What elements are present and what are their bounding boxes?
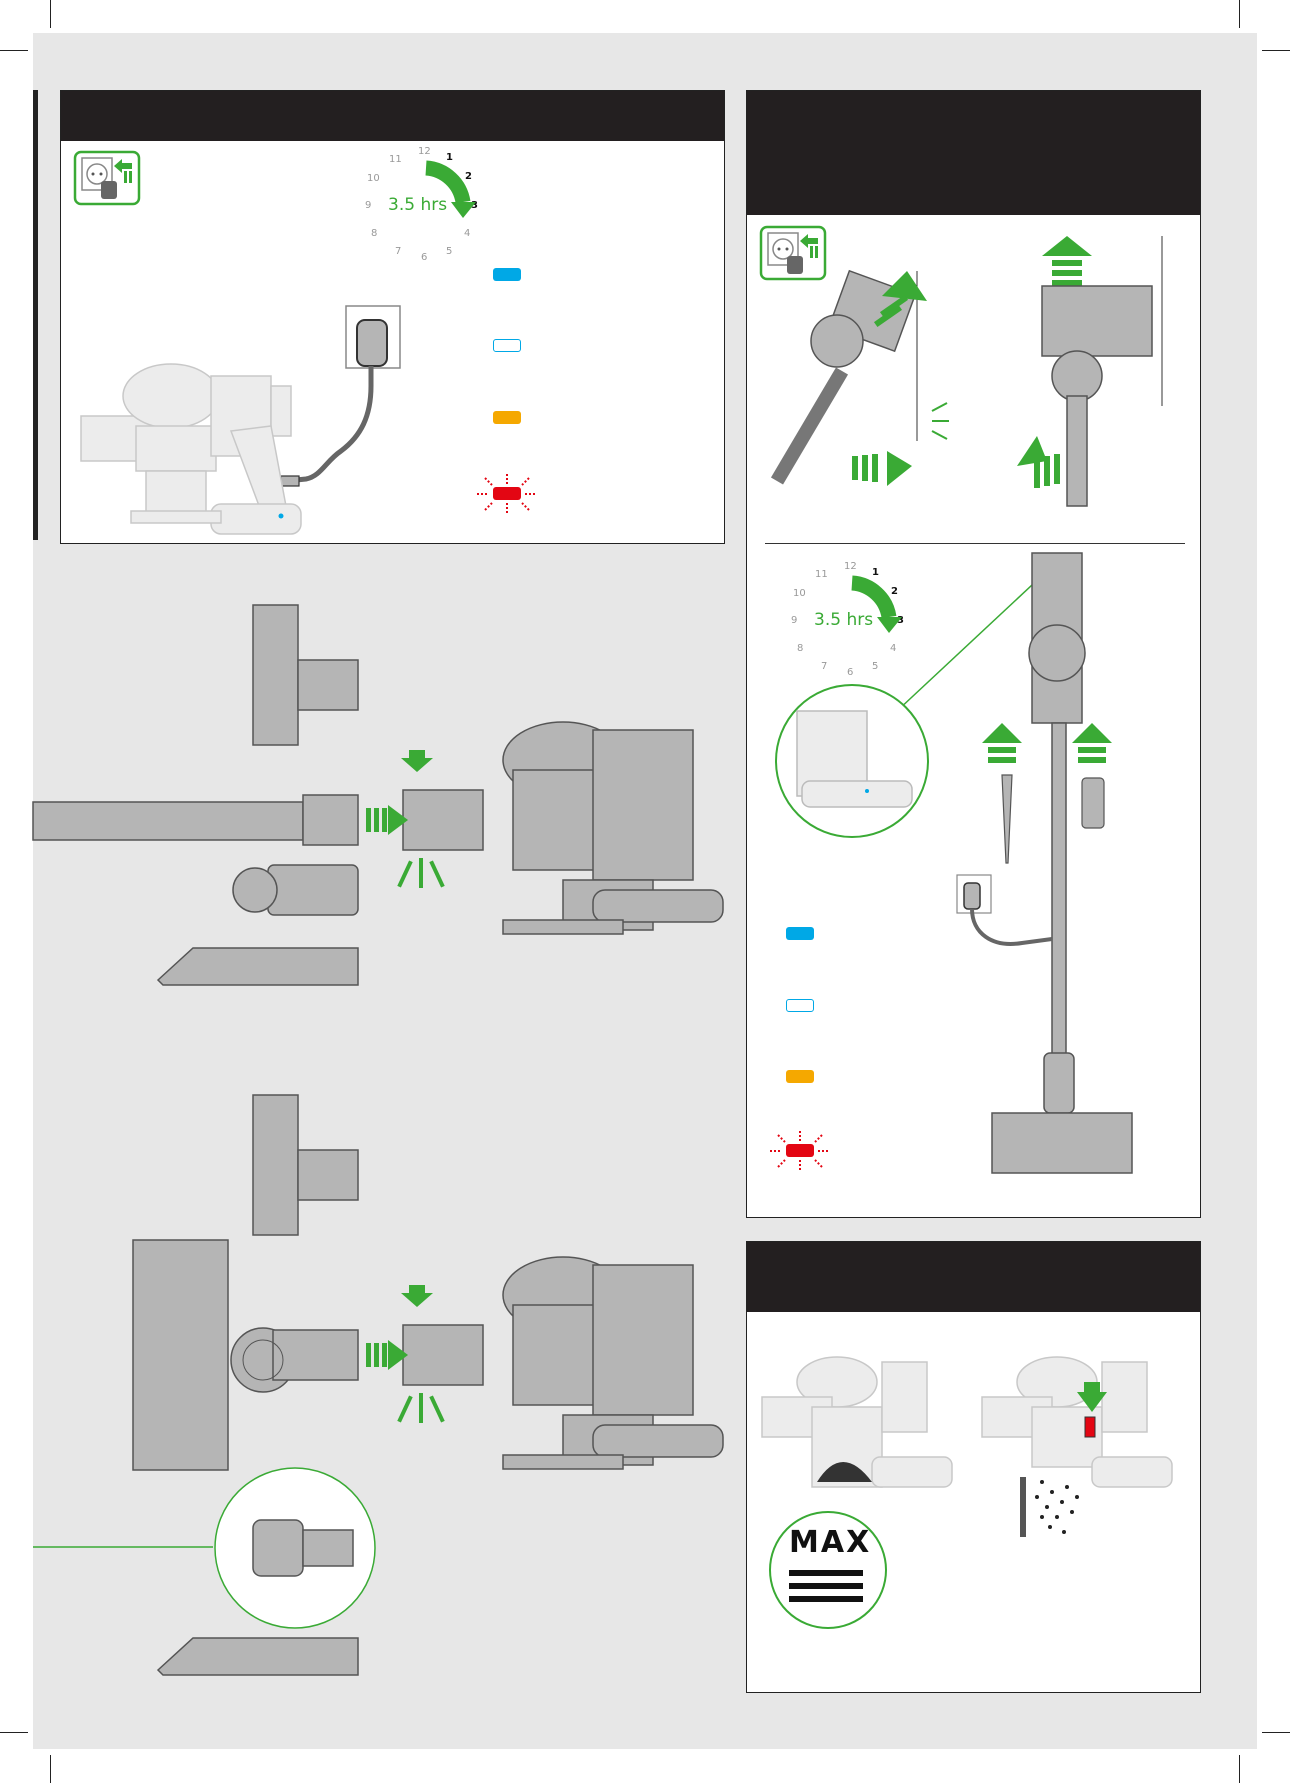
led-charging [786,927,814,940]
clock-number: 8 [797,643,804,654]
clock-number: 3 [897,615,904,626]
led-warning [786,1070,814,1083]
charging-panel: 12 1 2 3 4 5 6 7 8 9 10 11 3.5 hrs [60,90,725,544]
led-warning [493,411,521,424]
clock-number: 12 [418,146,431,157]
zoom-detail-circle [775,570,1048,838]
clock-number: 2 [891,586,898,597]
clock-number: 1 [872,567,879,578]
clock-number: 3 [471,200,478,211]
clock-number: 7 [821,661,828,672]
divider [765,543,1185,544]
docking-panel-header [747,91,1200,215]
max-line [789,1583,863,1589]
bin-full-illustration [761,1356,953,1488]
dock-upright-illustration [1017,236,1163,507]
clock-number: 11 [389,154,402,165]
clock-number: 1 [446,152,453,163]
clock-number: 2 [465,171,472,182]
clock-number: 5 [446,246,453,257]
clock-number: 9 [791,615,798,626]
bin-empty-panel-header [747,1242,1200,1312]
flashing-light-icon [770,1131,830,1171]
max-label: MAX [789,1525,872,1560]
charge-time-clock: 12 1 2 3 4 5 6 7 8 9 10 11 3.5 hrs [777,561,927,691]
handheld-vacuum-illustration [80,363,302,535]
clock-arrow-icon [425,160,476,218]
clock-number: 4 [890,643,897,654]
clock-number: 11 [815,569,828,580]
charge-duration-label: 3.5 hrs [814,610,874,630]
clock-number: 10 [367,173,380,184]
bin-empty-panel: MAX [746,1241,1201,1693]
stick-vacuum-docked-illustration [956,552,1133,1174]
led-charged [493,339,521,352]
clock-number: 12 [844,561,857,572]
docking-panel: 12 1 2 3 4 5 6 7 8 9 10 11 3.5 hrs [746,90,1201,1218]
clock-number: 6 [847,667,854,678]
clock-number: 7 [395,246,402,257]
max-line [789,1596,863,1602]
clock-number: 5 [872,661,879,672]
clock-number: 4 [464,228,471,239]
clock-number: 6 [421,252,428,263]
charge-duration-label: 3.5 hrs [388,195,448,215]
clock-number: 9 [365,200,372,211]
led-charged [786,999,814,1012]
max-line [789,1570,863,1576]
clock-number: 8 [371,228,378,239]
flashing-light-icon [477,474,537,514]
clock-arrow-icon [851,575,902,633]
plug-in-icon [73,150,141,206]
bin-release-illustration [981,1356,1173,1537]
assembly-wand-illustration [32,604,724,986]
charge-time-clock: 12 1 2 3 4 5 6 7 8 9 10 11 3.5 hrs [351,146,501,276]
charger-illustration [280,305,401,487]
charging-panel-header [61,91,724,141]
plug-in-icon [759,225,827,281]
clock-number: 10 [793,588,806,599]
dock-insert-illustration [770,269,949,486]
led-charging [493,268,521,281]
assembly-floor-tool-illustration [33,1094,724,1676]
